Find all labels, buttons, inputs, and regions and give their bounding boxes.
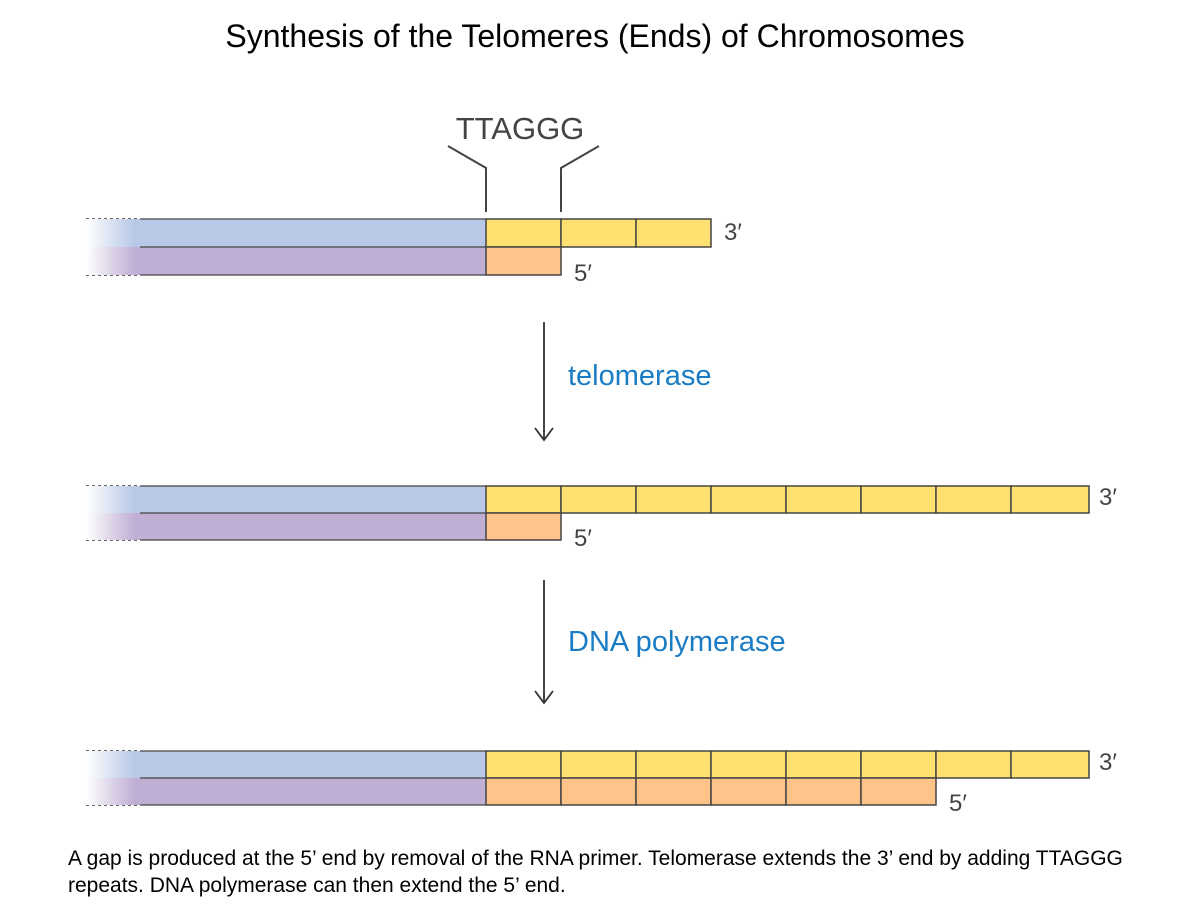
top-strand-body: [86, 751, 486, 778]
telomere-repeat-unit: [785, 485, 862, 514]
dna-polymerase-label: DNA polymerase: [568, 626, 786, 658]
telomerase-label: telomerase: [568, 360, 711, 392]
telomere-repeat-unit: [635, 218, 712, 248]
stage-2-after-telomerase: 3′ 5′: [86, 484, 1117, 552]
telomere-repeats: [485, 485, 1090, 514]
telomere-repeat-unit: [710, 485, 787, 514]
telomere-repeat-unit: [560, 218, 637, 248]
telomere-repeat-unit: [485, 750, 562, 779]
extended-block: [860, 777, 937, 806]
bottom-strand-body: [86, 513, 486, 540]
five-prime-label: 5′: [574, 525, 592, 552]
telomerase-arrow: [534, 322, 554, 442]
rna-primer-gap-block: [485, 512, 562, 541]
extended-block: [485, 777, 562, 806]
bottom-strand-body: [86, 247, 486, 275]
telomere-repeat-unit: [785, 750, 862, 779]
telomere-repeat-unit: [710, 750, 787, 779]
telomere-repeat-unit: [860, 750, 937, 779]
extended-block: [560, 777, 637, 806]
rna-primer-gap-block: [485, 246, 562, 276]
ttaggg-bracket-left: [447, 145, 487, 212]
telomere-repeat-unit: [485, 218, 562, 248]
telomere-repeat-unit: [1010, 485, 1090, 514]
figure-caption: A gap is produced at the 5’ end by remov…: [68, 847, 1123, 897]
five-prime-label: 5′: [574, 260, 592, 287]
three-prime-label: 3′: [1099, 484, 1117, 511]
bottom-strand-body: [86, 778, 486, 805]
telomere-repeat-unit: [560, 750, 637, 779]
telomere-repeat-unit: [935, 485, 1012, 514]
five-prime-label: 5′: [949, 790, 967, 817]
diagram-title: Synthesis of the Telomeres (Ends) of Chr…: [225, 18, 965, 54]
extended-block: [785, 777, 862, 806]
stage-3-after-polymerase: 3′ 5′: [86, 749, 1117, 817]
ttaggg-bracket-right: [560, 145, 600, 212]
stage-1-initial: TTAGGG 3′ 5′: [86, 111, 742, 287]
telomere-repeats: [485, 750, 1090, 779]
extended-lagging-strand: [485, 777, 937, 806]
telomere-repeat-unit: [935, 750, 1012, 779]
dna-polymerase-arrow: [534, 580, 554, 705]
telomere-repeat-unit: [635, 750, 712, 779]
telomere-repeat-unit: [635, 485, 712, 514]
top-strand-body: [86, 219, 486, 247]
repeat-label: TTAGGG: [456, 111, 585, 146]
three-prime-label: 3′: [1099, 749, 1117, 776]
extended-block: [710, 777, 787, 806]
telomere-repeats: [485, 218, 712, 248]
extended-block: [635, 777, 712, 806]
telomere-repeat-unit: [560, 485, 637, 514]
three-prime-label: 3′: [724, 219, 742, 246]
top-strand-body: [86, 486, 486, 513]
telomere-repeat-unit: [1010, 750, 1090, 779]
telomere-repeat-unit: [485, 485, 562, 514]
telomere-repeat-unit: [860, 485, 937, 514]
